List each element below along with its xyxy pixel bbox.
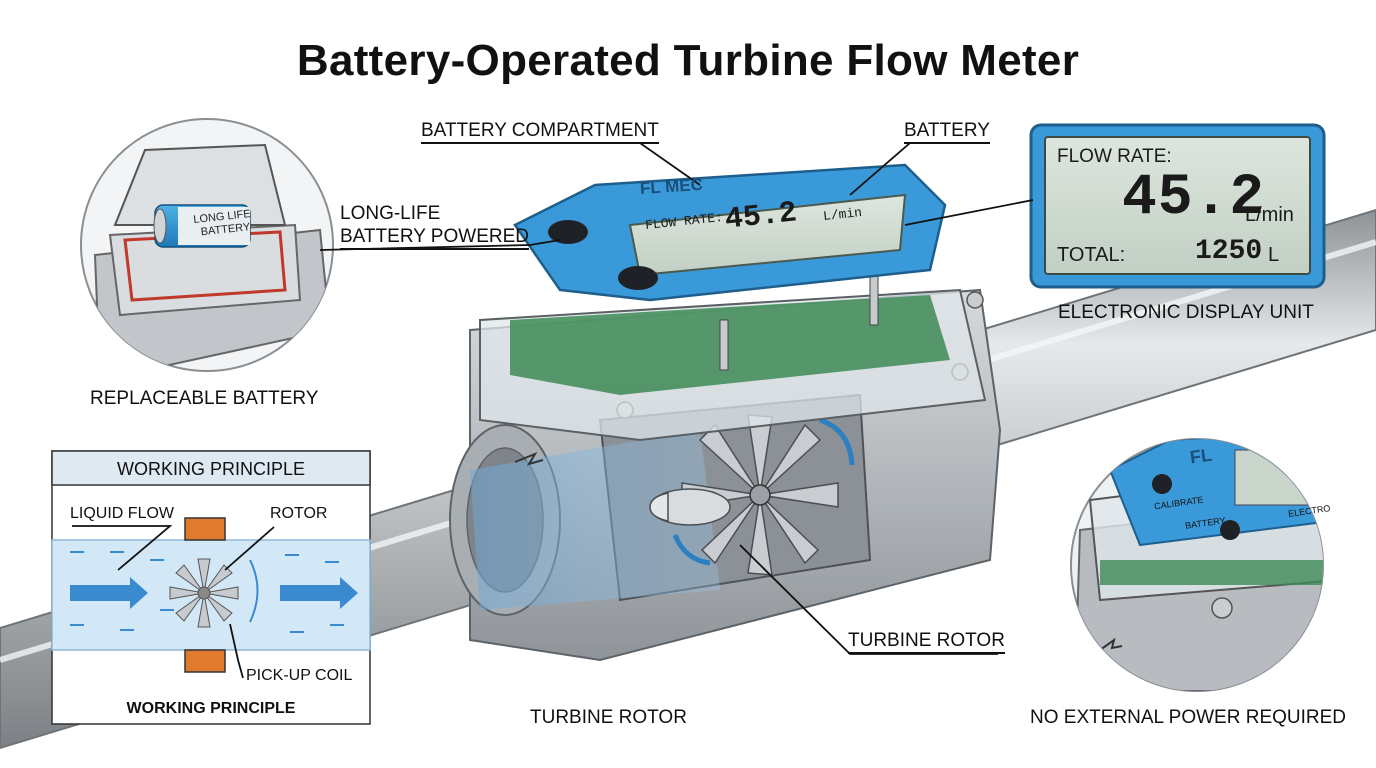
turbine-rotor-caption: TURBINE ROTOR	[530, 707, 687, 728]
battery-compartment-label: BATTERY COMPARTMENT	[421, 120, 659, 144]
electronic-display-unit-label: ELECTRONIC DISPLAY UNIT	[1058, 302, 1314, 323]
replaceable-battery-detail	[80, 118, 334, 372]
meter-face-plate	[513, 163, 947, 302]
rotation-arrow-icon	[819, 417, 855, 466]
working-principle-panel	[51, 450, 371, 725]
display-total-value: 1250	[1195, 236, 1263, 267]
working-principle-header: WORKING PRINCIPLE	[116, 459, 306, 479]
liquid-flow-label: LIQUID FLOW	[70, 505, 175, 522]
meter-lcd	[628, 193, 907, 277]
battery-label: BATTERY	[904, 120, 990, 144]
circuit-board	[510, 295, 950, 395]
page-title: Battery-Operated Turbine Flow Meter	[296, 36, 1080, 85]
turbine-rotor-callout: TURBINE ROTOR	[848, 630, 1005, 654]
pickup-coil-bottom	[184, 649, 226, 673]
display-flow-label: FLOW RATE:	[1057, 146, 1172, 167]
long-life-label-line1: LONG-LIFE	[340, 203, 441, 224]
leader-lines	[72, 142, 1034, 679]
pickup-coil-top	[184, 517, 226, 541]
electronic-display-unit	[1029, 123, 1326, 289]
electronics-housing	[479, 269, 987, 442]
no-external-power-label: NO EXTERNAL POWER REQUIRED	[1030, 707, 1347, 728]
calibrate-button[interactable]	[1152, 474, 1172, 494]
battery-button[interactable]	[1220, 520, 1240, 540]
display-total-unit: L	[1268, 244, 1280, 266]
long-life-label-line2: BATTERY POWERED	[340, 226, 529, 250]
meter-button-bottom[interactable]	[618, 266, 658, 290]
flow-direction-icon	[514, 451, 544, 466]
display-total-label: TOTAL:	[1057, 244, 1126, 266]
pickup-coil-label: PICK-UP COIL	[246, 667, 353, 684]
working-principle-footer: WORKING PRINCIPLE	[126, 700, 296, 717]
meter-button-top[interactable]	[548, 220, 588, 244]
rotation-arrow-icon	[672, 533, 711, 566]
rotor-label: ROTOR	[270, 505, 328, 522]
no-external-power-detail	[1070, 438, 1324, 692]
display-flow-unit: L/min	[1245, 204, 1294, 226]
turbine-rotor	[649, 414, 855, 576]
water-flow	[470, 430, 720, 610]
display-flow-value: 45.2	[1122, 166, 1266, 231]
detail-brand: FL	[1188, 444, 1214, 468]
replaceable-battery-label: REPLACEABLE BATTERY	[90, 388, 319, 409]
